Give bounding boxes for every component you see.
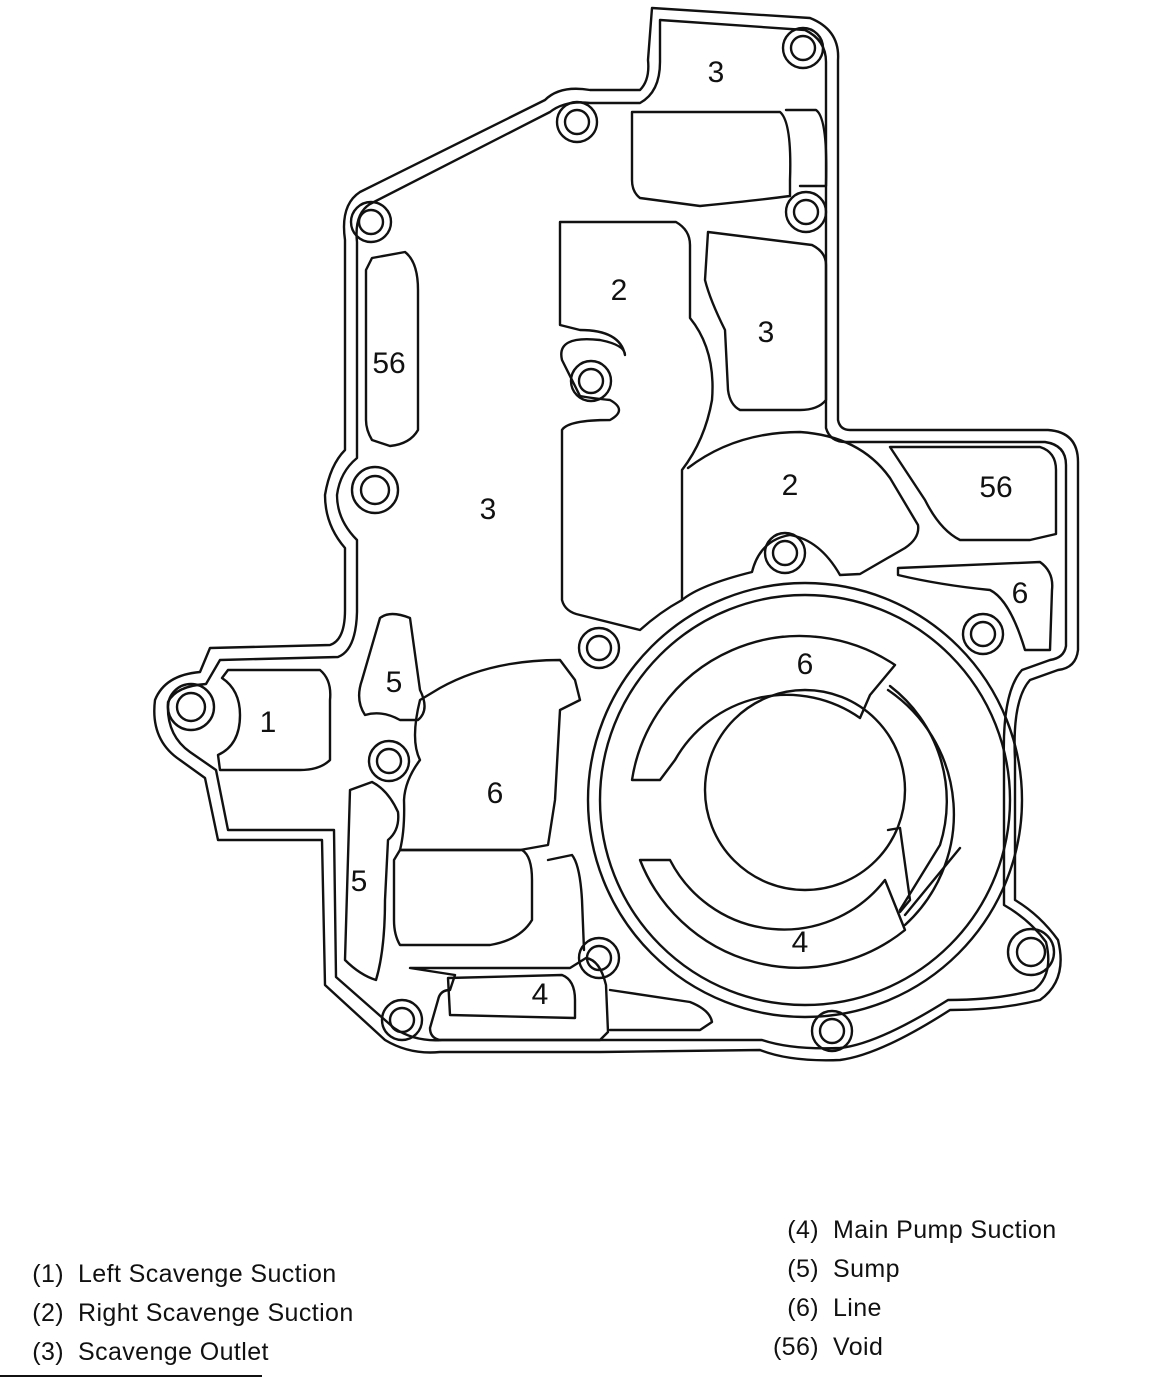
legend-label: Right Scavenge Suction (78, 1299, 354, 1327)
bolt-hole (818, 1017, 846, 1045)
region-label-3-mid: 3 (758, 316, 775, 349)
legend-item: (6) Line (764, 1289, 1057, 1328)
channel-lower-right (608, 988, 714, 1032)
channel-lower-mid (546, 853, 586, 952)
bolt-hole (781, 26, 825, 70)
channel-3-mid (703, 230, 828, 412)
region-label-2-lower: 2 (782, 469, 799, 502)
legend-code: (56) (772, 1333, 819, 1361)
channel-6-arc (630, 634, 897, 782)
channel-2-upper (558, 220, 714, 632)
pump-outlet-channel (886, 688, 956, 927)
channel-6-left (398, 658, 582, 852)
gasket-outer-outline (153, 6, 1080, 1062)
legend-underline (0, 1375, 262, 1377)
top-right-pocket (630, 110, 792, 208)
bolt-hole (563, 108, 591, 136)
channel-56-right (888, 445, 1058, 542)
channel-1 (216, 668, 332, 772)
bolt-hole (763, 531, 807, 575)
channel-4-bottom-inner (446, 973, 577, 1020)
bolt-hole (350, 465, 400, 515)
channel-5-upper (357, 612, 426, 722)
region-label-6-right: 6 (1012, 577, 1029, 610)
bolt-hole (359, 474, 391, 506)
legend-item: (56) Void (764, 1328, 1057, 1367)
legend-label: Void (833, 1333, 884, 1361)
bolt-hole (175, 691, 207, 723)
channel-4-arc (638, 858, 907, 969)
legend-code: (2) (32, 1299, 64, 1327)
legend-code: (6) (787, 1294, 819, 1322)
legend-code: (1) (32, 1260, 64, 1288)
channel-6-right (896, 560, 1054, 652)
bolt-hole (792, 198, 820, 226)
bolt-hole (577, 936, 621, 980)
bolt-hole (810, 1009, 854, 1053)
bolt-hole (166, 682, 216, 732)
legend-code: (4) (787, 1216, 819, 1244)
legend-left: (1) Left Scavenge Suction (2) Right Scav… (26, 1255, 354, 1372)
channel-2-lower (680, 430, 920, 602)
bolt-hole (367, 739, 411, 783)
pump-outer-ring (586, 581, 1024, 1019)
bolt-hole (349, 200, 393, 244)
lower-left-pocket (392, 848, 534, 947)
legend-item: (1) Left Scavenge Suction (26, 1255, 354, 1294)
bolt-hole (771, 539, 799, 567)
bolt-hole (969, 620, 997, 648)
bolt-hole (585, 944, 613, 972)
bolt-hole (577, 626, 621, 670)
pump-shaft-bore (703, 688, 907, 892)
legend-item: (3) Scavenge Outlet (26, 1333, 354, 1372)
bolt-holes (166, 26, 1056, 1053)
region-label-56-right: 56 (979, 471, 1012, 504)
legend-label: Scavenge Outlet (78, 1338, 269, 1366)
region-label-4-center: 4 (792, 926, 809, 959)
bolt-hole (1006, 927, 1056, 977)
region-label-56-left: 56 (372, 347, 405, 380)
legend-right: (4) Main Pump Suction (5) Sump (6) Line … (764, 1211, 1057, 1367)
legend-label: Left Scavenge Suction (78, 1260, 337, 1288)
channel-56-left (364, 250, 420, 448)
bolt-hole (388, 1006, 416, 1034)
bolt-hole (357, 208, 385, 236)
legend-code: (5) (787, 1255, 819, 1283)
legend-code: (3) (32, 1338, 64, 1366)
pump-inner-ring (598, 593, 1012, 1007)
region-label-6-left: 6 (487, 777, 504, 810)
bolt-hole (555, 100, 599, 144)
bolt-hole (375, 747, 403, 775)
bolt-hole (961, 612, 1005, 656)
pump-outlet-channel-inner (888, 684, 948, 912)
bolt-hole (1015, 936, 1047, 968)
legend-label: Sump (833, 1255, 900, 1283)
region-label-3-top: 3 (708, 56, 725, 89)
legend-item: (2) Right Scavenge Suction (26, 1294, 354, 1333)
region-label-3-left: 3 (480, 493, 497, 526)
region-label-5-upper: 5 (386, 666, 403, 699)
legend-item: (4) Main Pump Suction (764, 1211, 1057, 1250)
region-label-5-lower: 5 (351, 865, 368, 898)
pump-outlet-tip (886, 826, 912, 914)
legend-label: Main Pump Suction (833, 1216, 1057, 1244)
region-label-4-bottom: 4 (532, 978, 549, 1011)
region-label-2-upper: 2 (611, 274, 628, 307)
top-right-pocket-inner (784, 108, 828, 188)
bolt-hole (380, 998, 424, 1042)
pump-outlet-stem (903, 846, 962, 917)
region-label-6-ring: 6 (797, 648, 814, 681)
channel-5-lower (343, 780, 400, 982)
legend-label: Line (833, 1294, 882, 1322)
channel-4-bottom (408, 956, 610, 1042)
bolt-hole (784, 190, 828, 234)
bolt-hole (789, 34, 817, 62)
bolt-hole (569, 359, 613, 403)
gasket-inner-outline (166, 18, 1068, 1050)
legend-item: (5) Sump (764, 1250, 1057, 1289)
bolt-hole (577, 367, 605, 395)
bolt-hole (585, 634, 613, 662)
region-label-1: 1 (260, 706, 277, 739)
